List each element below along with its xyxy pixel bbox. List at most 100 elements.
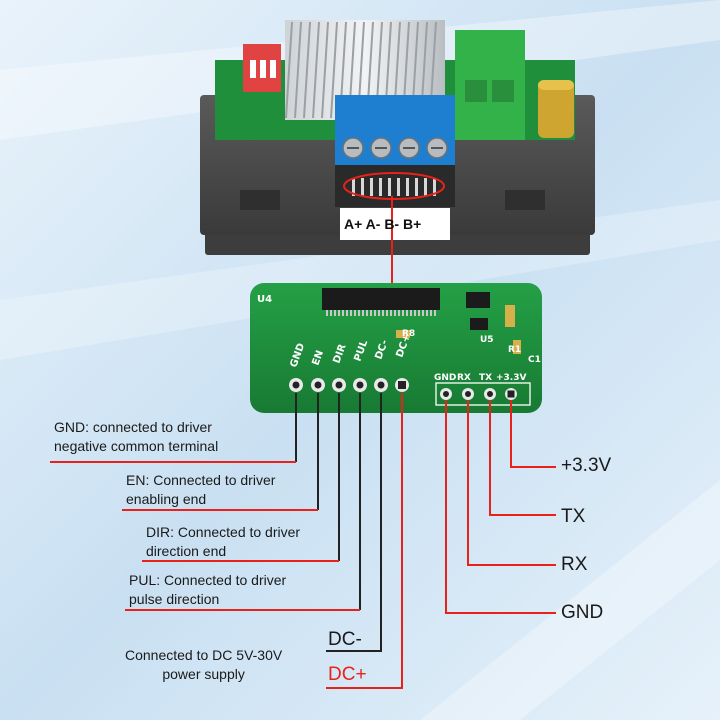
component-label: R8 (402, 329, 415, 339)
callout-tx: TX (561, 506, 586, 527)
terminal-label: A+ A- B- B+ (344, 216, 422, 232)
header-hole (487, 391, 493, 397)
chip-leg (390, 310, 392, 316)
wire-gnd-right (445, 400, 556, 614)
header-hole (335, 381, 343, 389)
header-pin (388, 178, 391, 196)
right-header (440, 388, 517, 400)
dip-switch-key (270, 60, 276, 78)
chip-leg (410, 310, 412, 316)
callout-gnd-right: GND (561, 602, 604, 623)
callout-text: pulse direction (129, 591, 220, 607)
chip-leg (330, 310, 332, 316)
callout-text: power supply (162, 666, 245, 682)
callout-text: negative common terminal (54, 438, 219, 454)
wire-dc-plus (326, 393, 403, 689)
callout-rx: RX (561, 554, 588, 575)
chip-leg (394, 310, 396, 316)
chip-leg (338, 310, 340, 316)
chip-leg (398, 310, 400, 316)
callout-dir: DIR: Connected to driver direction end (146, 523, 300, 561)
callout-text: PUL: Connected to driver (129, 572, 287, 588)
component-label: C1 (528, 355, 541, 365)
heatsink-fin (321, 21, 329, 119)
chip-leg (354, 310, 356, 316)
chip-leg (358, 310, 360, 316)
chip-leg (426, 310, 428, 316)
smd-part (470, 318, 488, 330)
chip-leg (434, 310, 436, 316)
component-label: U5 (480, 335, 494, 345)
callout-pul: PUL: Connected to driver pulse direction (129, 571, 286, 609)
dc-minus-label: DC- (328, 629, 362, 650)
chip-leg (374, 310, 376, 316)
chip-leg (418, 310, 420, 316)
header-highlight-ellipse (343, 172, 445, 200)
callout-text: Connected to DC 5V-30V (125, 647, 283, 663)
chip-leg (414, 310, 416, 316)
callout-text: direction end (146, 543, 227, 559)
right-header-outline (435, 382, 531, 406)
pin-label: +3.3V (496, 373, 526, 383)
pin-label: RX (457, 373, 471, 383)
callout-text: DIR: Connected to driver (146, 524, 301, 540)
ic-chip-legs (326, 310, 436, 316)
smd-part (396, 330, 410, 338)
header-pin (433, 178, 436, 196)
pin-label: EN (310, 349, 326, 367)
header-hole (292, 381, 300, 389)
chip-leg (402, 310, 404, 316)
capacitor (538, 80, 574, 138)
dip-switch-key (260, 60, 266, 78)
case-clip-left (240, 190, 280, 210)
header-pin (424, 178, 427, 196)
chip-leg (370, 310, 372, 316)
chip-leg (362, 310, 364, 316)
wire-3v3 (510, 400, 556, 468)
wire-rx (467, 400, 556, 566)
power-terminal-slot (465, 80, 487, 102)
chip-leg (382, 310, 384, 316)
callout-text: EN: Connected to driver (126, 472, 276, 488)
wire-tx (489, 400, 556, 516)
left-header (289, 378, 409, 392)
heatsink-fin (303, 21, 311, 119)
terminal-label-plate (340, 208, 450, 240)
wires (50, 393, 556, 689)
header-pin (370, 178, 373, 196)
dc-plus-label: DC+ (328, 664, 367, 685)
header-hole-square (507, 390, 515, 398)
chip-leg (334, 310, 336, 316)
power-terminal-slot (492, 80, 514, 102)
chip-leg (366, 310, 368, 316)
header-pin (406, 178, 409, 196)
heatsink-fin (312, 21, 320, 119)
chip-leg (350, 310, 352, 316)
ic-chip (322, 288, 440, 310)
background-streak (420, 480, 720, 720)
callout-power: Connected to DC 5V-30V power supply (125, 646, 282, 684)
callout-text: GND: connected to driver (54, 419, 212, 435)
pin-label: TX (479, 373, 492, 383)
component-label: R1 (508, 345, 521, 355)
header-pin (361, 178, 364, 196)
chip-label: U4 (257, 294, 272, 305)
callout-3v3: +3.3V (561, 455, 612, 476)
header-pin (397, 178, 400, 196)
header-pin (352, 178, 355, 196)
chip-leg (346, 310, 348, 316)
pin-label: GND (434, 373, 456, 383)
header-hole (356, 381, 364, 389)
chip-leg (326, 310, 328, 316)
dip-switch-key (250, 60, 256, 78)
smd-part (505, 305, 515, 327)
motor-terminal-screws (342, 137, 448, 159)
chip-leg (386, 310, 388, 316)
chip-leg (378, 310, 380, 316)
header-hole (443, 391, 449, 397)
capacitor-top (538, 80, 574, 90)
header-hole (377, 381, 385, 389)
chip-leg (430, 310, 432, 316)
